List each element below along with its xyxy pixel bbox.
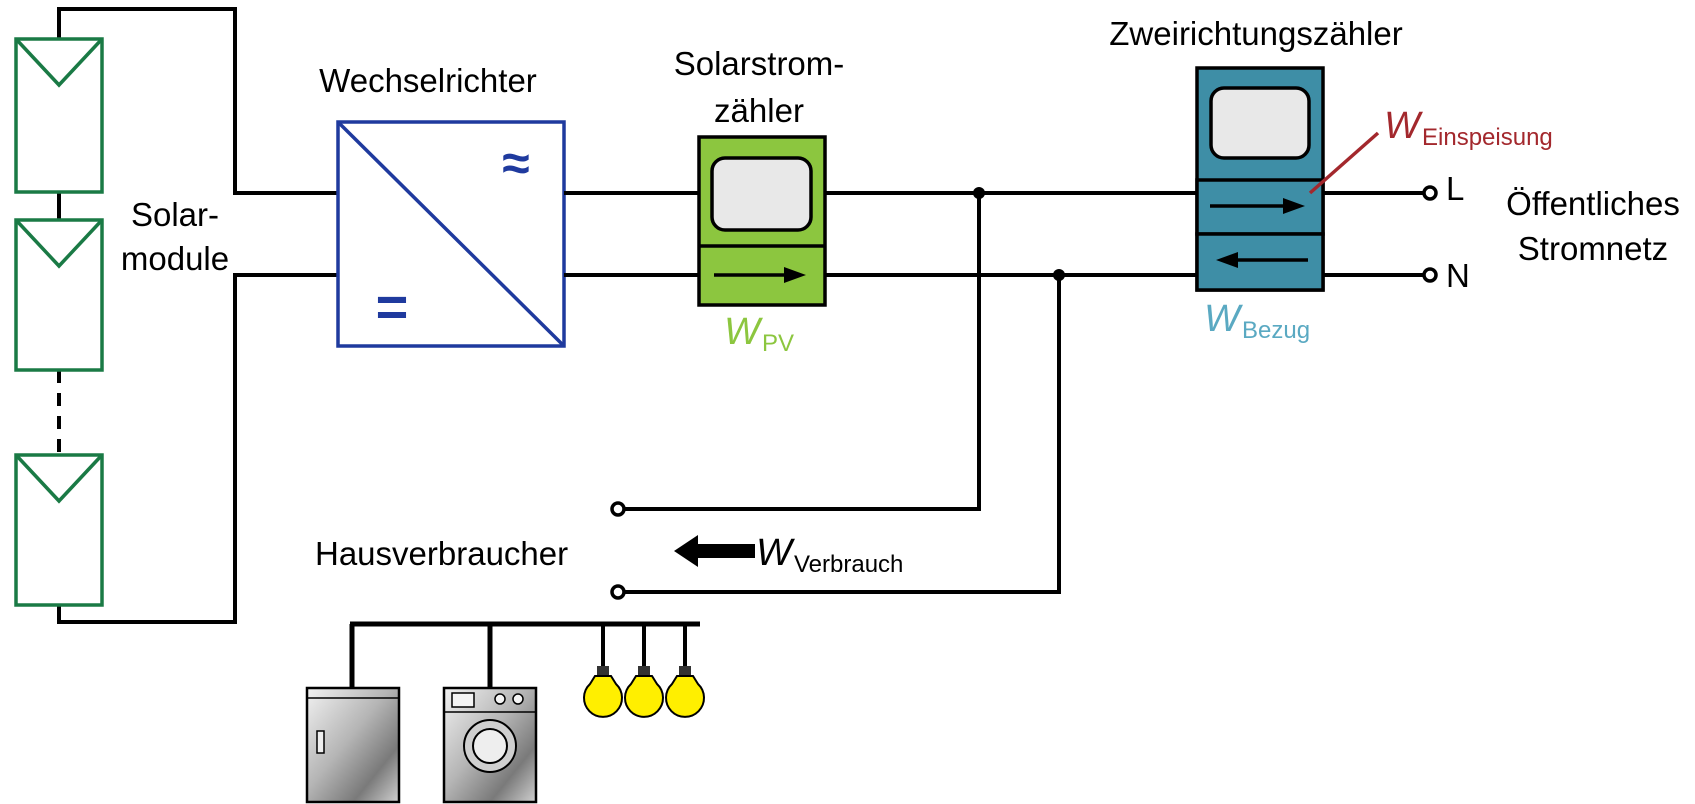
wire-module-minus bbox=[57, 273, 340, 624]
ac-symbol: ≈ bbox=[502, 135, 529, 191]
terminal-N bbox=[1422, 267, 1438, 283]
appliances bbox=[305, 621, 705, 804]
solar-module-3 bbox=[14, 453, 104, 607]
solar-meter-label-1: Solarstrom- bbox=[674, 45, 845, 82]
terminal-L-label: L bbox=[1446, 170, 1464, 207]
w-pv-symbol: W bbox=[724, 311, 763, 353]
house-consumer-branch: Hausverbraucher W Verbrauch bbox=[315, 187, 1065, 600]
inverter-label: Wechselrichter bbox=[319, 62, 537, 99]
wire-module-plus bbox=[57, 7, 340, 195]
solar-module-label-2: module bbox=[121, 240, 229, 277]
light-bulb-icon bbox=[583, 666, 623, 718]
public-grid-label-2: Stromnetz bbox=[1518, 230, 1668, 267]
bidirectional-meter: Zweirichtungszähler W Bezug bbox=[1109, 15, 1402, 344]
wire-N-house bbox=[623, 275, 1061, 594]
wire-L-house bbox=[623, 193, 981, 511]
inverter-icon: ≈ = bbox=[336, 120, 566, 348]
feed-in-annotation: W Einspeisung bbox=[1308, 105, 1553, 195]
house-terminal-N bbox=[610, 584, 626, 600]
w-verbrauch-subscript: Verbrauch bbox=[794, 551, 903, 578]
w-pv-subscript: PV bbox=[762, 330, 794, 357]
w-verbrauch-symbol: W bbox=[756, 532, 795, 574]
w-bezug-subscript: Bezug bbox=[1242, 317, 1310, 344]
arrow-left-icon bbox=[1216, 252, 1308, 268]
solar-modules: Solar- module bbox=[14, 7, 340, 624]
feed-in-leader-line bbox=[1308, 131, 1380, 195]
public-grid-label-1: Öffentliches bbox=[1506, 185, 1680, 222]
light-bulb-icon bbox=[624, 666, 664, 718]
terminal-L bbox=[1422, 185, 1438, 201]
solar-module-2 bbox=[14, 218, 104, 372]
house-terminal-L bbox=[610, 501, 626, 517]
solar-meter: Solarstrom- zähler W PV bbox=[674, 45, 845, 357]
w-bezug-symbol: W bbox=[1204, 298, 1243, 340]
terminal-N-label: N bbox=[1446, 257, 1470, 294]
light-bulb-icon bbox=[665, 666, 705, 718]
solar-module-1 bbox=[14, 37, 104, 194]
arrow-right-icon bbox=[714, 267, 806, 283]
inverter: Wechselrichter ≈ = bbox=[319, 62, 566, 348]
grid-connection: L N Öffentliches Stromnetz bbox=[1422, 170, 1680, 294]
house-consumers-label: Hausverbraucher bbox=[315, 535, 568, 572]
solar-meter-label-2: zähler bbox=[714, 92, 804, 129]
bidirectional-meter-display bbox=[1209, 86, 1311, 160]
fridge-icon bbox=[305, 686, 401, 804]
bidirectional-meter-label: Zweirichtungszähler bbox=[1109, 15, 1402, 52]
dc-symbol: = bbox=[376, 275, 409, 338]
washing-machine-icon bbox=[442, 686, 538, 804]
consumption-arrow-icon bbox=[674, 535, 755, 567]
solar-meter-display bbox=[710, 156, 813, 232]
arrow-right-icon bbox=[1210, 198, 1305, 214]
solar-module-label-1: Solar- bbox=[131, 196, 219, 233]
w-einspeisung-subscript: Einspeisung bbox=[1422, 124, 1553, 151]
w-einspeisung-symbol: W bbox=[1384, 105, 1423, 147]
